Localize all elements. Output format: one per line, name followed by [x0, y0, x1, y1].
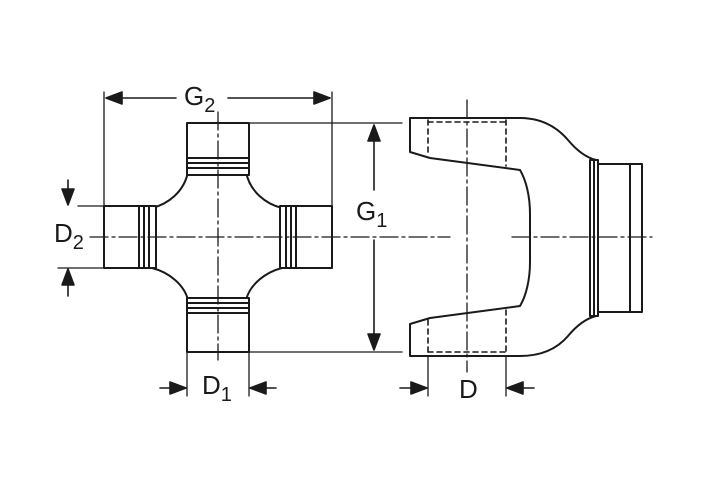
label-d1: D1 — [202, 370, 232, 406]
yoke — [409, 117, 643, 357]
label-g2: G2 — [184, 81, 215, 117]
dimension-d2 — [61, 179, 75, 297]
dimension-g1 — [367, 124, 381, 351]
extension-lines — [57, 91, 507, 397]
dimension-d — [399, 381, 535, 395]
dimension-d1 — [159, 381, 277, 395]
label-d2: D2 — [54, 218, 84, 254]
label-g1: G1 — [356, 196, 387, 232]
dimension-g2 — [105, 91, 331, 105]
center-lines — [89, 99, 653, 373]
label-d: D — [459, 374, 478, 404]
cross-body — [151, 171, 283, 301]
